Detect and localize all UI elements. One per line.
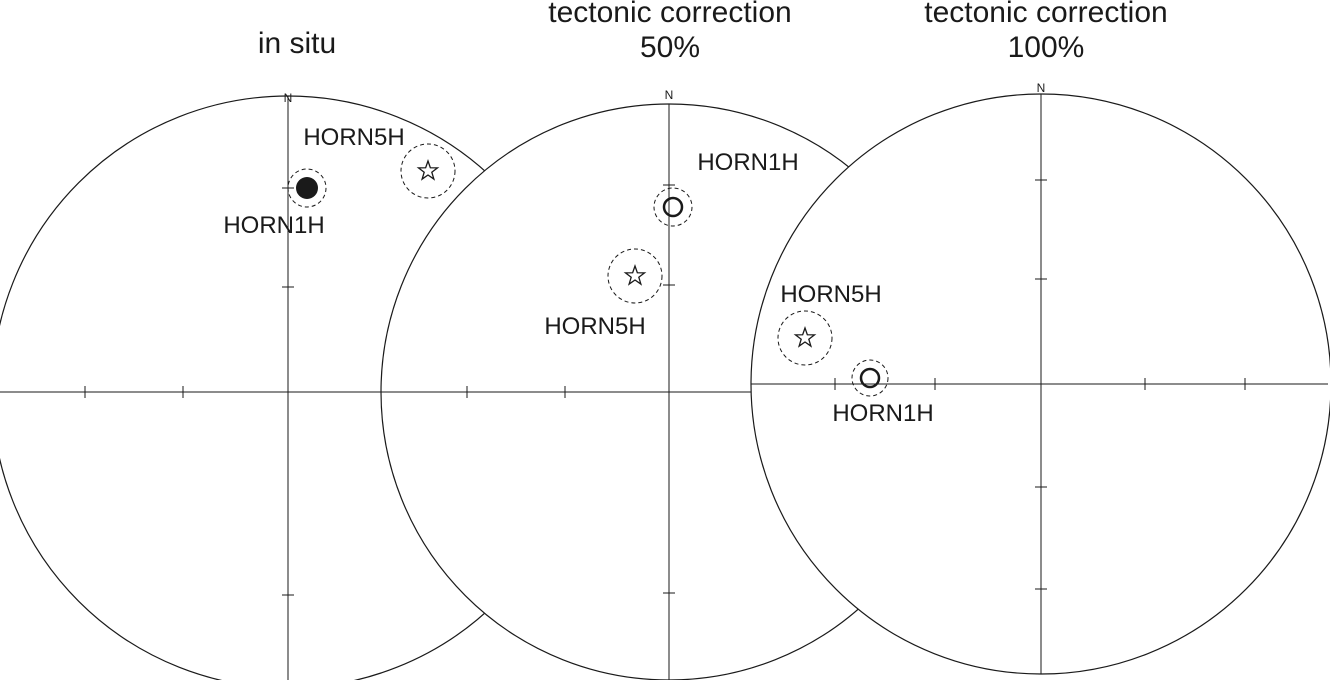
title-in-situ: in situ [258,27,336,60]
confidence-cone [400,143,456,199]
site-label: HORN5H [780,281,881,308]
site-horn1h-in-situ: HORN1H [223,168,327,239]
title-correction-100-line1: tectonic correction [924,0,1167,29]
site-label: HORN1H [223,212,324,239]
north-label: N [665,88,674,102]
site-label: HORN5H [544,313,645,340]
site-label: HORN1H [832,400,933,427]
open-circle-symbol [859,367,881,389]
site-horn5h-in-situ: HORN5H [303,124,456,199]
net-titles: in situ tectonic correction 50% tectonic… [258,0,1168,64]
axis-ticks [84,187,294,596]
confidence-cone [851,359,889,397]
title-correction-50-line1: tectonic correction [548,0,791,29]
axis-ticks [466,184,675,594]
open-star-symbol [416,159,440,181]
title-correction-50-line2: 50% [640,31,700,64]
open-circle-symbol [662,196,684,218]
confidence-cone [777,310,833,366]
north-label: N [1037,81,1046,95]
open-star-symbol [793,326,817,348]
site-horn5h-correction-50: HORN5H [544,248,663,340]
filled-circle-symbol [296,177,318,199]
open-star-symbol [623,264,647,286]
confidence-cone [653,187,693,227]
axis-ticks [834,179,1246,590]
stereonet-correction-100: N [750,81,1330,675]
title-correction-100-line2: 100% [1008,31,1085,64]
confidence-cone [287,168,327,208]
site-label: HORN1H [697,149,798,176]
site-label: HORN5H [303,124,404,151]
north-label: N [284,91,293,105]
site-horn1h-correction-100: HORN1H [832,359,934,427]
confidence-cone [607,248,663,304]
site-horn5h-correction-100: HORN5H [777,281,882,366]
site-horn1h-correction-50: HORN1H [653,149,799,227]
